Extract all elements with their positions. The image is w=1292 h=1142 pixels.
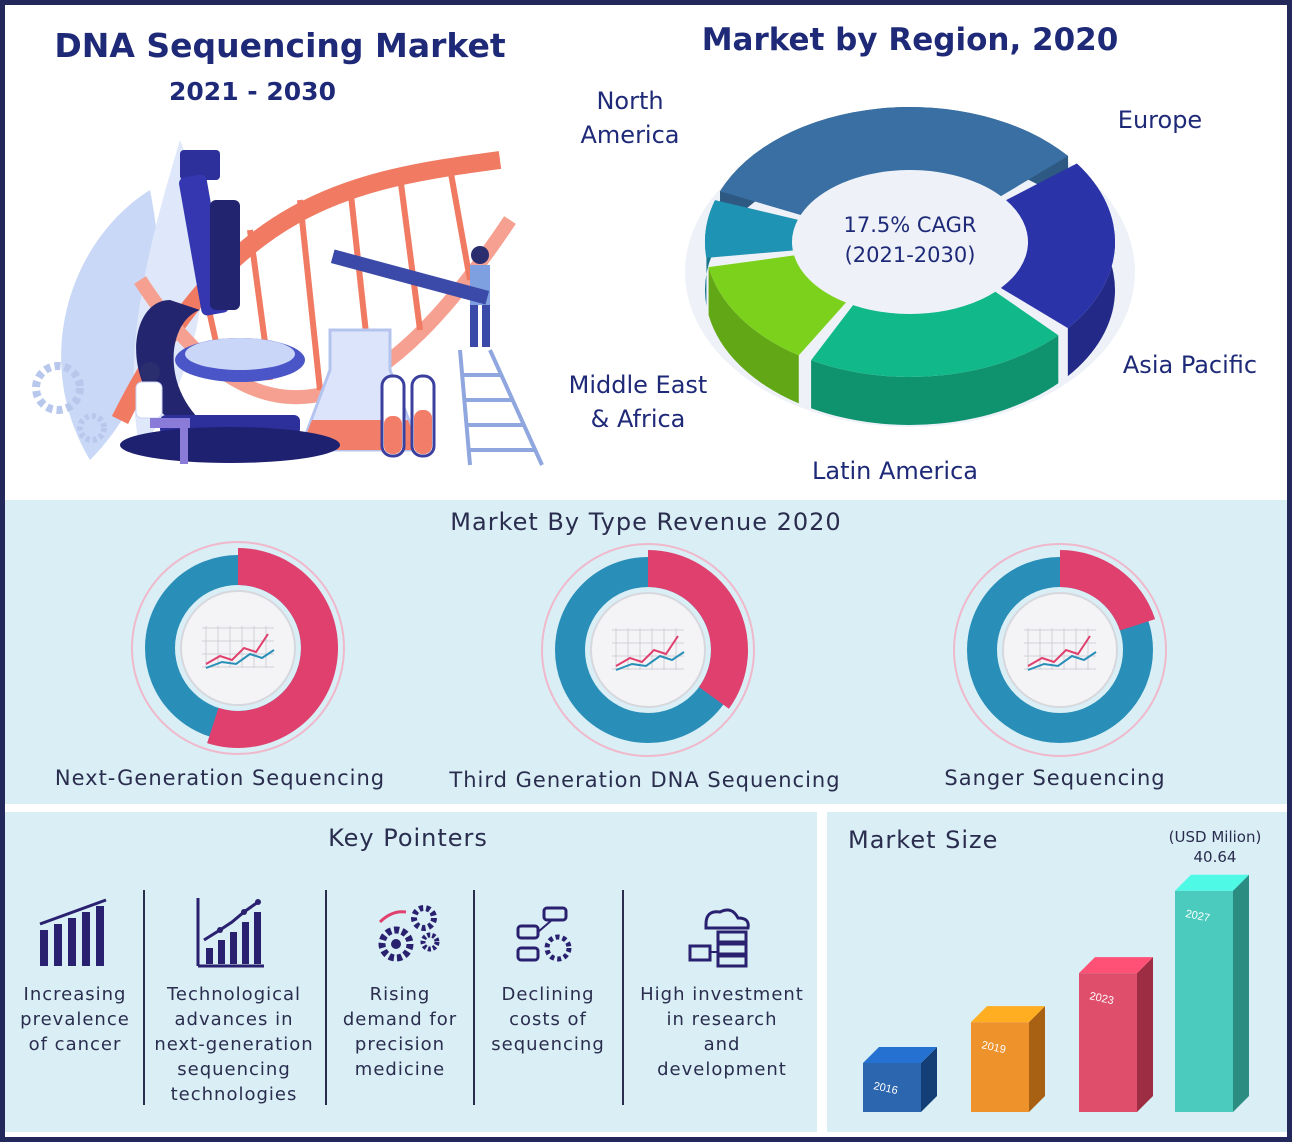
market-size-value-2027: 40.64 [1193, 848, 1237, 866]
divider [325, 890, 327, 1105]
market-size-bar-2027: 2027 [1175, 874, 1249, 1112]
donut-share-segment [207, 548, 339, 748]
divider [473, 890, 475, 1105]
bar-front [971, 1022, 1029, 1112]
market-size-title: Market Size [848, 826, 999, 854]
ladder-icon [458, 349, 544, 466]
region-segment-top [705, 200, 798, 258]
growth-chart-icon [196, 898, 264, 968]
region-label-middle-east-africa: Middle East & Africa [568, 371, 708, 433]
donut-center-disc [1002, 592, 1118, 708]
pipette-icon [330, 249, 490, 305]
donut-center-disc [180, 590, 296, 706]
market-size-bar-2019: 2019 [971, 1006, 1045, 1112]
pointer-text-costs: Declining costs of sequencing [491, 984, 605, 1055]
line-chart-icon [612, 628, 685, 671]
cloud-server-icon [688, 908, 750, 968]
region-label-europe: Europe [1117, 106, 1203, 134]
donut-next-generation [131, 541, 345, 755]
divider [622, 890, 624, 1105]
region-segment-wall [811, 335, 1059, 425]
region-donut-chart [685, 106, 1135, 427]
region-segment-top [720, 106, 1069, 215]
market-size-bar-2023: 2023 [1079, 957, 1153, 1112]
region-segment-europe [1000, 163, 1115, 377]
region-chart-title: Market by Region, 2020 [701, 22, 1119, 58]
bar-side [1137, 957, 1153, 1112]
region-segment-middle-east-africa [705, 200, 798, 306]
gear-icon [32, 362, 84, 414]
donut-sanger [953, 543, 1167, 757]
network-gear-icon [516, 906, 572, 962]
pointer-text-investment: High investment in research and developm… [640, 984, 804, 1080]
region-segment-top [811, 291, 1059, 377]
donut-outer-ring [541, 543, 755, 757]
key-pointers-title: Key Pointers [328, 824, 488, 852]
market-size-bar-chart: 2016 2019 2023 2027 [863, 874, 1249, 1112]
scientist-figure [471, 246, 489, 264]
bar-side [1029, 1006, 1045, 1112]
donut-label-third-generation: Third Generation DNA Sequencing [449, 768, 841, 792]
donut-share-segment [1060, 550, 1156, 631]
pointer-text-technology: Technological advances in next-generatio… [154, 984, 314, 1105]
donut-share-segment [648, 550, 748, 709]
market-size-unit: (USD Milion) [1168, 828, 1262, 846]
key-pointers-panel [5, 812, 817, 1132]
bar-front [1175, 890, 1233, 1112]
cagr-value: 17.5% CAGR [843, 213, 977, 237]
bar-year-label: 2023 [1088, 990, 1114, 1007]
pointer-text-precision-medicine: Rising demand for precision medicine [342, 984, 458, 1080]
bar-side [921, 1047, 937, 1112]
line-chart-icon [1024, 628, 1097, 671]
cagr-annotation: 17.5% CAGR (2021-2030) [800, 210, 1020, 270]
gear-icon [77, 413, 107, 443]
region-label-latin-america: Latin America [812, 457, 978, 485]
divider [143, 890, 145, 1105]
pointer-text-cancer: Increasing prevalence of cancer [20, 984, 130, 1055]
market-size-bar-2016: 2016 [863, 1047, 937, 1112]
region-segment-north-america [720, 106, 1069, 240]
donut-center-disc [590, 592, 706, 708]
bar-top [971, 1006, 1045, 1023]
donut-outer-ring [131, 541, 345, 755]
gears-icon [378, 905, 440, 962]
region-label-north-america: North America [580, 87, 680, 149]
cagr-period: (2021-2030) [844, 243, 976, 267]
lab-illustration [32, 140, 544, 466]
region-label-asia-pacific: Asia Pacific [1122, 351, 1258, 379]
region-segment-latin-america [708, 255, 846, 404]
page-title: DNA Sequencing Market [54, 26, 506, 65]
donut-third-generation [541, 543, 755, 757]
scientist-figure [140, 362, 160, 382]
bar-year-label: 2027 [1184, 908, 1210, 925]
bar-front [863, 1063, 921, 1112]
bar-top [1175, 874, 1249, 891]
donut-label-sanger: Sanger Sequencing [944, 766, 1166, 790]
donut-outer-ring [953, 543, 1167, 757]
line-chart-icon [202, 626, 275, 669]
page-subtitle-years: 2021 - 2030 [169, 77, 336, 106]
bar-year-label: 2019 [980, 1039, 1006, 1056]
bar-year-label: 2016 [872, 1080, 898, 1097]
type-revenue-title: Market By Type Revenue 2020 [450, 508, 842, 536]
bar-top [863, 1047, 937, 1063]
region-segment-top [708, 255, 846, 356]
donut-label-next-generation: Next-Generation Sequencing [54, 766, 386, 790]
bar-chart-icon [39, 898, 107, 966]
region-segment-top [1000, 163, 1115, 329]
bar-side [1233, 874, 1249, 1112]
bar-front [1079, 973, 1137, 1112]
region-segment-asia-pacific [811, 291, 1059, 425]
region-segment-wall [708, 267, 799, 404]
bar-top [1079, 957, 1153, 974]
